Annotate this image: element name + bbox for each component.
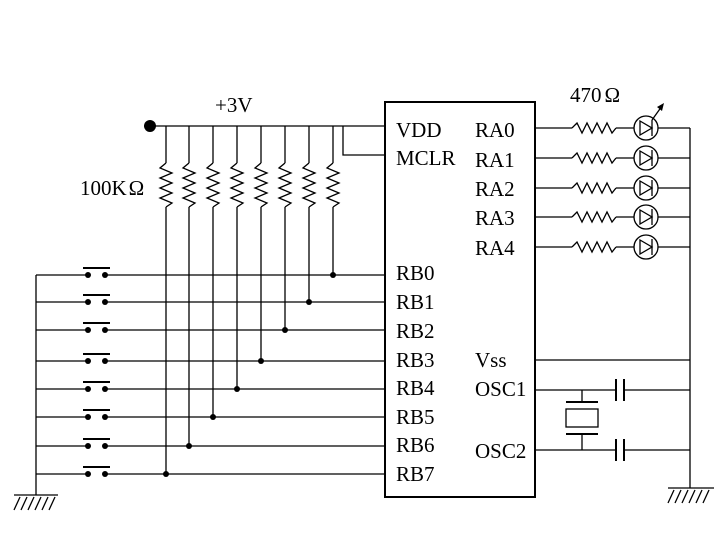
resistor-icon-pullup-rb3 bbox=[253, 126, 269, 361]
resistor-icon-ra1 bbox=[571, 151, 634, 165]
led-icon-ra0 bbox=[633, 115, 690, 141]
push-button-switch-icon-rb3 bbox=[83, 353, 110, 364]
led-icon-ra4 bbox=[633, 234, 690, 260]
pin-label-mclr: MCLR bbox=[396, 146, 456, 170]
led-icon-ra1 bbox=[633, 145, 690, 171]
pin-label-ra0: RA0 bbox=[475, 118, 515, 142]
pin-label-rb1: RB1 bbox=[396, 290, 435, 314]
resistor-icon-pullup-rb6 bbox=[181, 126, 197, 446]
resistor-icon-ra3 bbox=[571, 210, 634, 224]
mclr-wire bbox=[342, 126, 385, 156]
pin-label-osc2: OSC2 bbox=[475, 439, 526, 463]
resistor-icon-ra4 bbox=[571, 240, 634, 254]
pullup-resistor-array bbox=[158, 126, 341, 474]
resistor-icon-pullup-rb4 bbox=[229, 126, 245, 389]
capacitor-icon-osc1 bbox=[615, 379, 625, 401]
pin-label-ra2: RA2 bbox=[475, 177, 515, 201]
push-button-switch-icon-rb2 bbox=[83, 322, 110, 333]
pin-label-vss: Vss bbox=[475, 348, 507, 372]
pin-label-rb0: RB0 bbox=[396, 261, 435, 285]
led-array bbox=[535, 103, 690, 260]
pin-label-ra1: RA1 bbox=[475, 148, 515, 172]
push-button-switch-icon-rb5 bbox=[83, 409, 110, 420]
ground-icon-right bbox=[667, 487, 714, 504]
pullup-resistor-label: 100KΩ bbox=[80, 176, 144, 200]
pin-label-ra4: RA4 bbox=[475, 236, 515, 260]
push-button-switch-icon-rb1 bbox=[83, 294, 110, 305]
resistor-icon-pullup-rb7 bbox=[158, 126, 174, 474]
switch-array bbox=[83, 267, 110, 477]
port-b-wiring bbox=[36, 272, 385, 477]
led-icon-ra3 bbox=[633, 204, 690, 230]
microcontroller-chip bbox=[384, 101, 536, 498]
crystal-icon bbox=[565, 390, 599, 450]
pin-label-rb2: RB2 bbox=[396, 319, 435, 343]
pin-label-rb3: RB3 bbox=[396, 348, 435, 372]
push-button-switch-icon-rb7 bbox=[83, 466, 110, 477]
ground-icon-left bbox=[13, 494, 58, 511]
pin-label-rb5: RB5 bbox=[396, 405, 435, 429]
resistor-icon-ra0 bbox=[571, 121, 634, 135]
pin-label-osc1: OSC1 bbox=[475, 377, 526, 401]
push-button-switch-icon-rb4 bbox=[83, 381, 110, 392]
pin-label-rb6: RB6 bbox=[396, 433, 435, 457]
led-icon-ra2 bbox=[633, 175, 690, 201]
resistor-icon-pullup-rb1 bbox=[301, 126, 317, 302]
supply-voltage-label: +3V bbox=[215, 93, 253, 117]
resistor-icon-pullup-rb5 bbox=[205, 126, 221, 417]
pin-label-ra3: RA3 bbox=[475, 206, 515, 230]
resistor-icon-ra2 bbox=[571, 181, 634, 195]
capacitor-icon-osc2 bbox=[615, 439, 625, 461]
pin-label-rb4: RB4 bbox=[396, 376, 435, 400]
push-button-switch-icon-rb0 bbox=[83, 267, 110, 278]
resistor-icon-pullup-rb0 bbox=[325, 126, 341, 275]
resistor-icon-pullup-rb2 bbox=[277, 126, 293, 330]
light-arrow-icon bbox=[651, 103, 664, 121]
pin-label-vdd: VDD bbox=[396, 118, 442, 142]
pin-label-rb7: RB7 bbox=[396, 462, 435, 486]
push-button-switch-icon-rb6 bbox=[83, 438, 110, 449]
